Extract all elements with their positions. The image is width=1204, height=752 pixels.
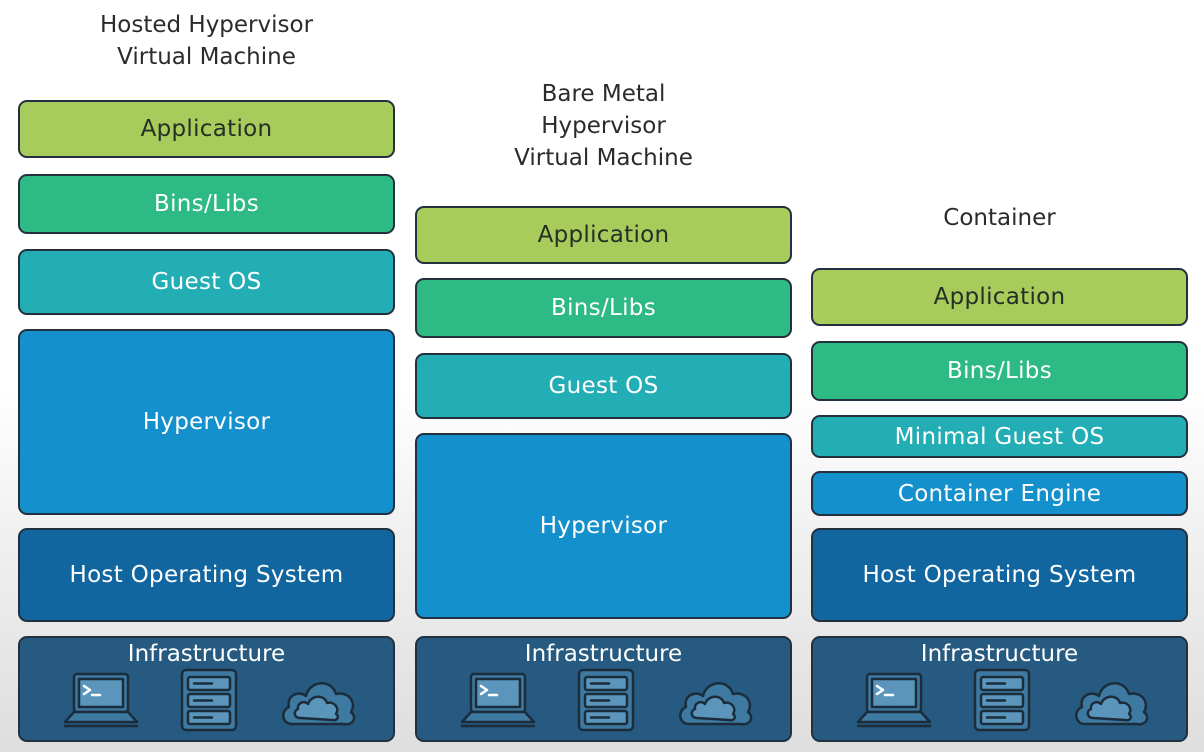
- hosted-bins-libs-layer: Bins/Libs: [18, 174, 395, 234]
- hosted-guest-os-layer: Guest OS: [18, 249, 395, 315]
- hosted-infrastructure-layer: Infrastructure: [18, 636, 395, 742]
- hosted-application-layer: Application: [18, 100, 395, 158]
- hosted-hypervisor-title: Hosted Hypervisor Virtual Machine: [99, 12, 314, 70]
- bare-metal-hypervisor-layer: Hypervisor: [415, 433, 792, 619]
- cloud-icon: [675, 668, 757, 734]
- laptop-icon: [457, 668, 539, 734]
- server-icon: [168, 668, 250, 734]
- server-icon: [961, 668, 1043, 734]
- laptop-icon: [60, 668, 142, 734]
- hosted-host-os-layer: Host Operating System: [18, 528, 395, 622]
- server-icon: [565, 668, 647, 734]
- infrastructure-label: Infrastructure: [127, 641, 286, 667]
- laptop-icon: [853, 668, 935, 734]
- hosted-hypervisor-layer: Hypervisor: [18, 329, 395, 515]
- bare-metal-bins-libs-layer: Bins/Libs: [415, 278, 792, 338]
- container-title: Container: [943, 205, 1056, 231]
- cloud-icon: [278, 668, 360, 734]
- infrastructure-label: Infrastructure: [524, 641, 683, 667]
- bare-metal-hypervisor-title: Bare Metal Hypervisor Virtual Machine: [514, 81, 693, 171]
- container-host-os-layer: Host Operating System: [811, 528, 1188, 622]
- container-application-layer: Application: [811, 268, 1188, 326]
- bare-metal-infrastructure-layer: Infrastructure: [415, 636, 792, 742]
- container-infrastructure-layer: Infrastructure: [811, 636, 1188, 742]
- container-engine-layer: Container Engine: [811, 471, 1188, 516]
- bare-metal-guest-os-layer: Guest OS: [415, 353, 792, 419]
- bare-metal-application-layer: Application: [415, 206, 792, 264]
- container-bins-libs-layer: Bins/Libs: [811, 341, 1188, 401]
- cloud-icon: [1071, 668, 1153, 734]
- container-minimal-guest-os-layer: Minimal Guest OS: [811, 415, 1188, 458]
- infrastructure-label: Infrastructure: [920, 641, 1079, 667]
